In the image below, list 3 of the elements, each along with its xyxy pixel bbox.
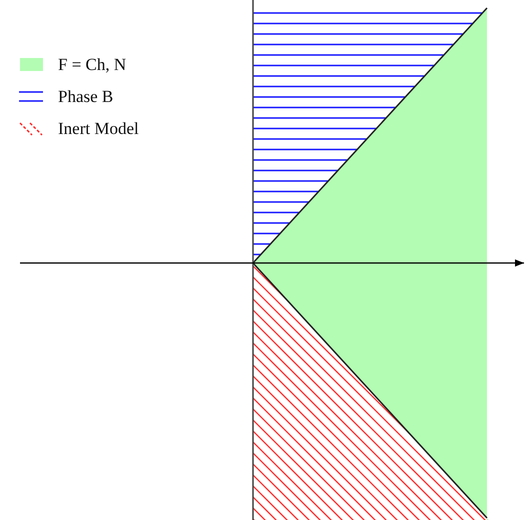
legend-label: Inert Model — [58, 119, 139, 139]
legend-label: F = Ch, N — [58, 55, 126, 75]
legend-label: Phase B — [58, 87, 114, 107]
